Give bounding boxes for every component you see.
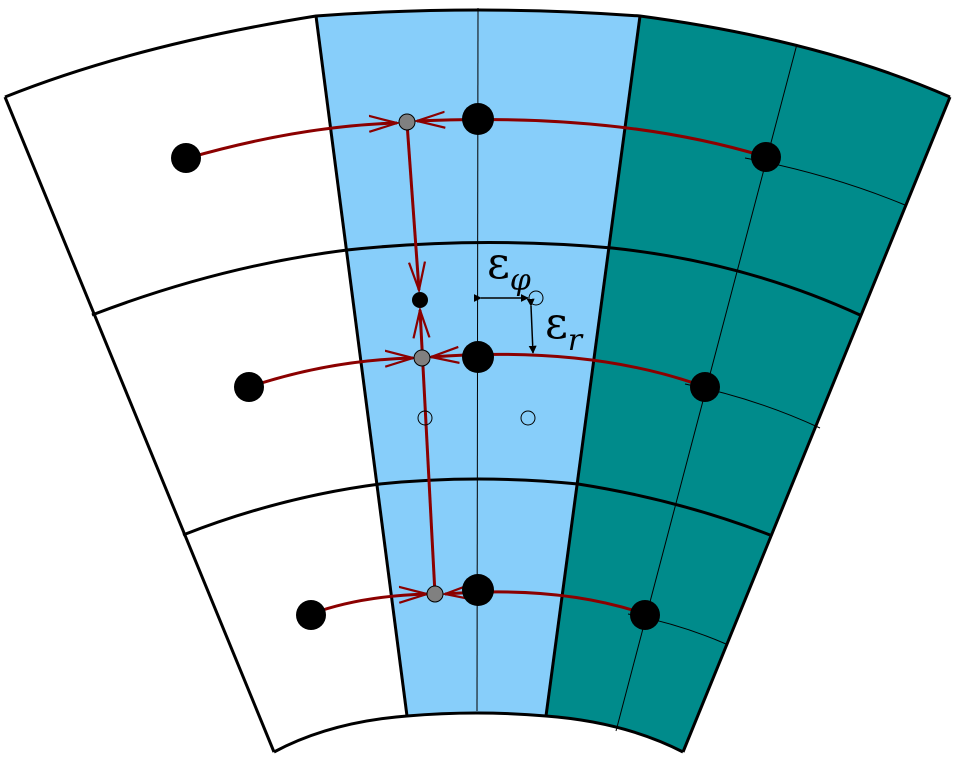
left-cell-center-2 [234,372,264,402]
arrow-top-down [405,122,419,290]
epsilon-phi-label: εφ [487,238,531,298]
open-circle-right [520,410,536,426]
middle-cell-center-2 [462,341,494,373]
interpolated-point-1 [398,113,416,131]
right-cell-center-2 [690,372,720,402]
epsilon-r-label: εr [545,298,584,358]
radial-divider-right [544,15,642,717]
interpolated-point-3 [426,585,444,603]
left-cell-center-1 [171,143,201,173]
outer-arc [4,8,951,99]
open-circle-left [417,410,433,426]
left-block [5,16,407,752]
cell-centers [171,103,781,630]
interpolated-points [398,113,444,603]
interpolated-point-2 [413,349,431,367]
grid-outlines [3,8,952,754]
left-cell-center-3 [296,600,326,630]
target-point [412,292,428,308]
left-edge [3,96,276,753]
middle-cell-center-3 [462,574,494,606]
arrow-left-to-gray-2 [248,358,413,389]
arrow-left-to-gray-1 [187,123,397,160]
middle-cell-center-1 [462,103,494,135]
arc-row-1 [91,240,861,317]
epsilon-arrows [473,294,537,354]
right-edge [681,96,952,753]
right-block [546,16,950,752]
radial-divider-left [314,15,409,717]
inner-arc [273,711,684,754]
right-cell-center-3 [630,600,660,630]
epsilon-r-arrow [526,298,537,354]
arc-row-2 [182,477,771,537]
right-cell-center-1 [751,142,781,172]
